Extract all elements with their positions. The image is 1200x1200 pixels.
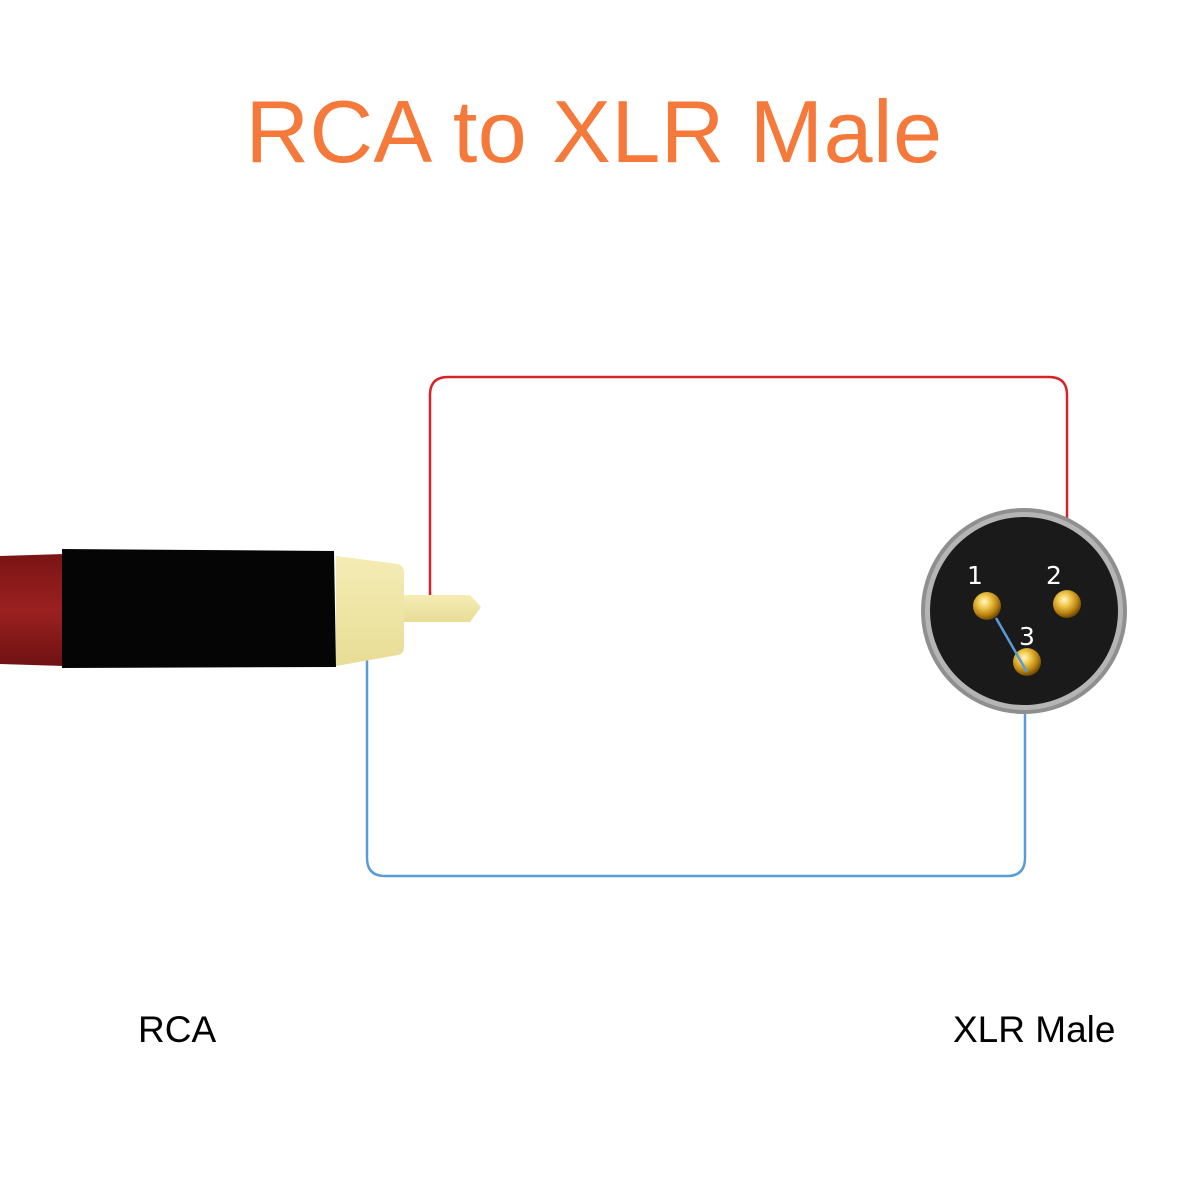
signal-wire xyxy=(428,375,1069,598)
rca-cable xyxy=(0,554,64,666)
xlr-pin-3-number: 3 xyxy=(1019,622,1035,651)
xlr-face xyxy=(930,517,1118,705)
xlr-pin-2-number: 2 xyxy=(1046,561,1062,590)
diagram-title: RCA to XLR Male xyxy=(245,82,943,181)
xlr-connector: 1 2 3 xyxy=(921,508,1127,714)
xlr-pin-1-number: 1 xyxy=(967,561,983,590)
rca-collar xyxy=(336,556,404,666)
rca-center-pin xyxy=(404,595,481,622)
pin1-pin3-jumper xyxy=(994,617,1029,673)
xlr-pin-3 xyxy=(1013,648,1041,676)
xlr-pin-1 xyxy=(973,592,1001,620)
ground-wire xyxy=(365,655,1027,878)
rca-body xyxy=(62,549,336,668)
xlr-label: XLR Male xyxy=(953,1009,1116,1050)
rca-connector xyxy=(0,549,481,668)
xlr-pin-2 xyxy=(1053,590,1081,618)
rca-label: RCA xyxy=(138,1009,217,1050)
